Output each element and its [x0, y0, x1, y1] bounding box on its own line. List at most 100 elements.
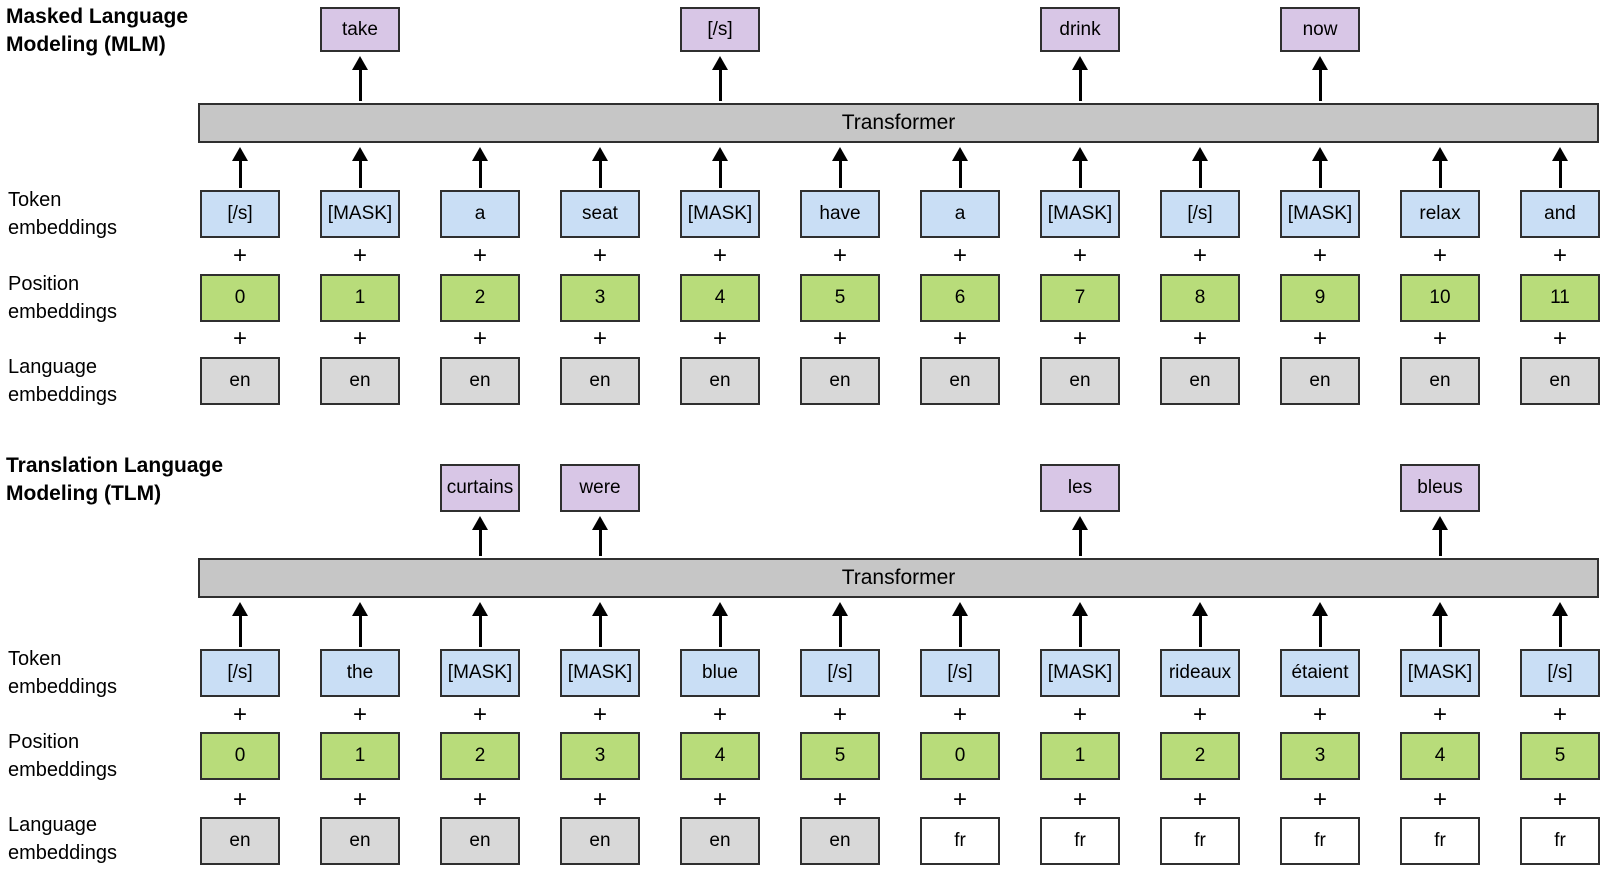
arrow-head	[592, 147, 608, 161]
row-label-line: embeddings	[8, 759, 117, 781]
arrow-head	[832, 602, 848, 616]
plus-operator: +	[232, 701, 247, 728]
arrow-head	[352, 147, 368, 161]
row-label-line: embeddings	[8, 676, 117, 698]
arrow-up-icon	[591, 147, 609, 188]
language-embedding-box: fr	[1400, 817, 1480, 865]
plus-operator: +	[472, 325, 487, 352]
arrow-stem	[838, 616, 842, 647]
arrow-head	[1192, 602, 1208, 616]
token-embedding-box: [MASK]	[560, 649, 640, 697]
token-embedding-box: have	[800, 190, 880, 238]
arrow-up-icon	[831, 602, 849, 647]
arrow-stem	[598, 616, 602, 647]
arrow-up-icon	[1191, 602, 1209, 647]
arrow-head	[1552, 147, 1568, 161]
plus-operator: +	[712, 242, 727, 269]
position-embedding-box: 3	[1280, 732, 1360, 780]
arrow-head	[832, 147, 848, 161]
arrow-stem	[1318, 616, 1322, 647]
language-embedding-box: en	[1160, 357, 1240, 405]
plus-operator: +	[1312, 786, 1327, 813]
arrow-head	[1072, 147, 1088, 161]
plus-operator: +	[352, 242, 367, 269]
row-label-line: embeddings	[8, 842, 117, 864]
arrow-up-icon	[1311, 602, 1329, 647]
plus-operator: +	[1432, 701, 1447, 728]
section-title-line: Modeling (TLM)	[6, 482, 162, 505]
language-embedding-box: en	[440, 357, 520, 405]
arrow-stem	[1198, 616, 1202, 647]
language-embedding-box: en	[800, 817, 880, 865]
arrow-up-icon	[1551, 147, 1569, 188]
plus-operator: +	[832, 242, 847, 269]
position-embedding-box: 11	[1520, 274, 1600, 322]
position-embedding-box: 0	[200, 732, 280, 780]
arrow-up-icon	[351, 56, 369, 101]
arrow-head	[1432, 147, 1448, 161]
language-embedding-box: en	[320, 817, 400, 865]
plus-operator: +	[832, 786, 847, 813]
arrow-up-icon	[1431, 602, 1449, 647]
token-embedding-box: blue	[680, 649, 760, 697]
token-embedding-box: [MASK]	[320, 190, 400, 238]
arrow-stem	[1438, 161, 1442, 188]
arrow-stem	[1078, 530, 1082, 556]
plus-operator: +	[232, 242, 247, 269]
arrow-head	[592, 602, 608, 616]
plus-operator: +	[1192, 786, 1207, 813]
plus-operator: +	[592, 242, 607, 269]
arrow-up-icon	[231, 147, 249, 188]
plus-operator: +	[1192, 242, 1207, 269]
position-embedding-box: 0	[920, 732, 1000, 780]
language-embedding-box: en	[560, 357, 640, 405]
arrow-up-icon	[711, 602, 729, 647]
arrow-head	[472, 516, 488, 530]
plus-operator: +	[1312, 242, 1327, 269]
arrow-up-icon	[351, 147, 369, 188]
plus-operator: +	[592, 786, 607, 813]
plus-operator: +	[1432, 786, 1447, 813]
language-embedding-box: fr	[1280, 817, 1360, 865]
plus-operator: +	[952, 701, 967, 728]
plus-operator: +	[1072, 701, 1087, 728]
plus-operator: +	[1192, 325, 1207, 352]
plus-operator: +	[952, 242, 967, 269]
arrow-stem	[1078, 161, 1082, 188]
arrow-up-icon	[471, 602, 489, 647]
language-embedding-box: en	[200, 357, 280, 405]
token-embedding-box: and	[1520, 190, 1600, 238]
arrow-up-icon	[1071, 602, 1089, 647]
arrow-head	[1312, 56, 1328, 70]
section-title-line: Modeling (MLM)	[6, 33, 166, 56]
arrow-up-icon	[1311, 147, 1329, 188]
token-embedding-box: étaient	[1280, 649, 1360, 697]
plus-operator: +	[1192, 701, 1207, 728]
position-embedding-box: 8	[1160, 274, 1240, 322]
arrow-stem	[958, 161, 962, 188]
transformer-bar: Transformer	[198, 558, 1599, 598]
arrow-up-icon	[1431, 516, 1449, 556]
plus-operator: +	[952, 786, 967, 813]
arrow-stem	[838, 161, 842, 188]
row-label-line: embeddings	[8, 301, 117, 323]
language-embedding-box: en	[1040, 357, 1120, 405]
transformer-label: Transformer	[841, 566, 956, 589]
token-embedding-box: relax	[1400, 190, 1480, 238]
arrow-stem	[358, 70, 362, 101]
position-embedding-box: 5	[800, 732, 880, 780]
token-embedding-box: [MASK]	[1280, 190, 1360, 238]
plus-operator: +	[1072, 786, 1087, 813]
language-embedding-box: fr	[1160, 817, 1240, 865]
arrow-stem	[478, 161, 482, 188]
arrow-stem	[358, 616, 362, 647]
arrow-stem	[598, 161, 602, 188]
plus-operator: +	[1312, 325, 1327, 352]
plus-operator: +	[1552, 786, 1567, 813]
row-label-line: embeddings	[8, 217, 117, 239]
